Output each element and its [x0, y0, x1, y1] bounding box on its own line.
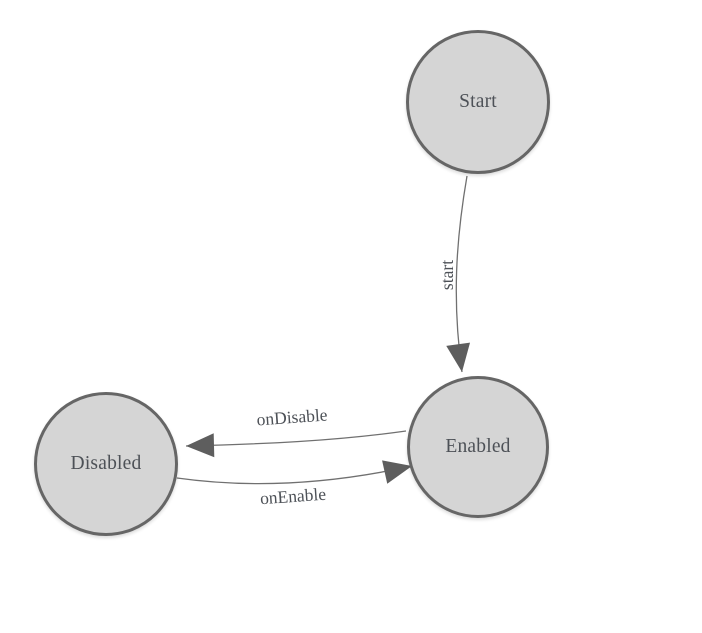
state-node-enabled[interactable]: Enabled: [407, 376, 549, 518]
edge-label-start: start: [437, 260, 457, 290]
state-node-disabled[interactable]: Disabled: [34, 392, 178, 536]
edge-enabled-to-disabled[interactable]: [185, 430, 407, 458]
state-node-start[interactable]: Start: [406, 30, 550, 174]
state-node-label: Enabled: [445, 436, 511, 457]
edge-disabled-to-enabled[interactable]: [176, 460, 413, 485]
edge-start-to-enabled[interactable]: [446, 175, 471, 373]
state-node-label: Start: [459, 91, 497, 112]
state-node-label: Disabled: [70, 453, 142, 474]
edge-label-ondisable: onDisable: [256, 405, 328, 430]
edge-label-onenable: onEnable: [259, 484, 327, 509]
